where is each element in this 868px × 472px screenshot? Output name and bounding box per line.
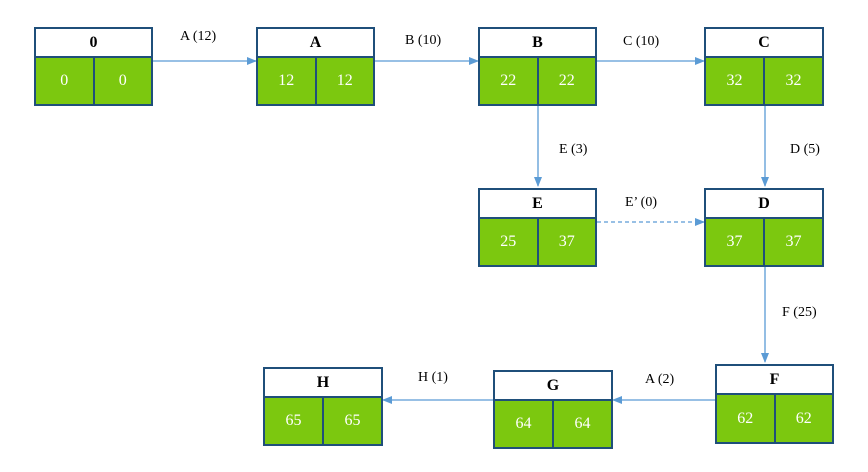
node-earliest-finish: 32 [763,58,822,104]
edge-label-a-b: B (10) [405,33,442,48]
edge-label-g-h: H (1) [418,370,448,385]
node-earliest-finish: 0 [92,58,151,104]
node-c: C 32 32 [704,27,824,106]
node-title: 0 [89,33,98,51]
edge-label-d-f: F (25) [782,305,817,320]
node-e: E 25 37 [478,188,597,267]
node-earliest-finish: 62 [773,395,832,442]
edge-label-b-e: E (3) [559,142,588,157]
node-earliest-start: 22 [480,58,537,104]
node-earliest-start: 25 [480,219,537,265]
node-title: D [758,194,770,212]
node-earliest-start: 12 [258,58,315,104]
node-h: H 65 65 [263,367,383,446]
node-earliest-finish: 64 [552,401,611,447]
node-title: A [309,33,322,51]
node-earliest-finish: 65 [322,398,381,444]
node-earliest-finish: 22 [536,58,595,104]
node-earliest-finish: 12 [314,58,373,104]
node-b: B 22 22 [478,27,597,106]
node-earliest-finish: 37 [536,219,595,265]
node-a: A 12 12 [256,27,375,106]
node-title: E [532,194,543,212]
node-earliest-start: 65 [265,398,322,444]
node-0: 0 0 0 [34,27,153,106]
node-earliest-start: 62 [717,395,774,442]
node-title: G [546,376,560,394]
node-f: F 62 62 [715,364,834,444]
edge-label-e-d: E’ (0) [625,195,657,210]
edge-label-f-g: A (2) [645,372,675,387]
edge-label-b-c: C (10) [623,34,660,49]
node-earliest-finish: 37 [763,219,822,265]
node-title: B [532,33,543,51]
node-title: C [758,33,770,51]
node-title: H [316,373,330,391]
node-earliest-start: 37 [706,219,763,265]
edge-label-0-a: A (12) [180,29,217,44]
node-title: F [769,370,780,388]
edge-label-c-d: D (5) [790,142,820,157]
node-earliest-start: 0 [36,58,93,104]
node-earliest-start: 64 [495,401,552,447]
node-earliest-start: 32 [706,58,763,104]
node-d: D 37 37 [704,188,824,267]
node-g: G 64 64 [493,370,613,449]
